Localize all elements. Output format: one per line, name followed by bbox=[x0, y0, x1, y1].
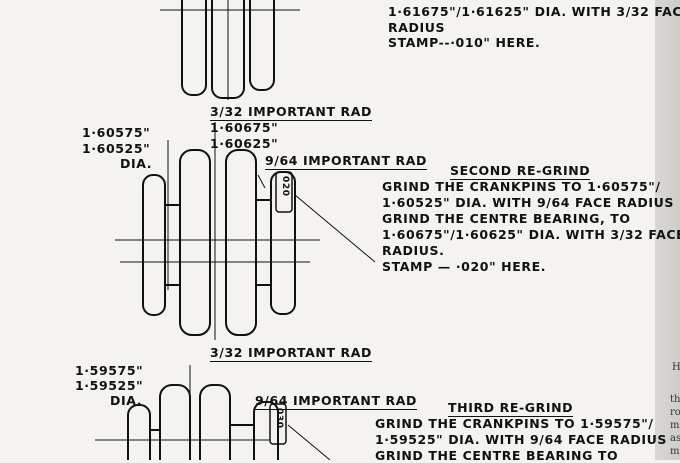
third-instruction-line: GRIND THE CENTRE BEARING TO bbox=[375, 448, 619, 463]
edge-fragment: H bbox=[672, 362, 680, 373]
third-instruction-line: 1·59525" DIA. WITH 9/64 FACE RADIUS bbox=[375, 432, 667, 447]
second-instruction-line: GRIND THE CENTRE BEARING, TO bbox=[382, 211, 631, 226]
crankshaft-second bbox=[115, 122, 376, 340]
second-centre-dim-upper: 1·60675" bbox=[210, 120, 279, 135]
second-instruction-line: GRIND THE CRANKPINS TO 1·60575"/ bbox=[382, 179, 661, 194]
edge-fragment: m bbox=[670, 420, 680, 431]
third-instruction-line: GRIND THE CRANKPINS TO 1·59575"/ bbox=[375, 416, 654, 431]
edge-fragment: m bbox=[670, 446, 680, 457]
second-pin-dim-upper: 1·60575" bbox=[82, 125, 151, 140]
top-spec-line: 1·61675"/1·61625" DIA. WITH 3/32 FACE bbox=[388, 4, 680, 19]
third-stamp-mark: 030 bbox=[274, 408, 284, 429]
third-pin-dim-upper: 1·59575" bbox=[75, 363, 144, 378]
second-9-64-rad-label: 9/64 IMPORTANT RAD bbox=[265, 153, 427, 170]
second-pin-dia-label: DIA. bbox=[120, 156, 153, 171]
second-3-32-rad-label: 3/32 IMPORTANT RAD bbox=[210, 104, 372, 121]
third-pin-dia-label: DIA. bbox=[110, 393, 143, 408]
second-stamp-line: STAMP — ·020" HERE. bbox=[382, 259, 547, 274]
third-3-32-rad-label: 3/32 IMPORTANT RAD bbox=[210, 345, 372, 362]
edge-fragment: th bbox=[670, 394, 680, 405]
edge-fragment: as bbox=[670, 433, 680, 444]
second-instruction-line: 1·60525" DIA. WITH 9/64 FACE RADIUS bbox=[382, 195, 674, 210]
top-stamp-line: STAMP--·010" HERE. bbox=[388, 35, 541, 50]
third-9-64-rad-label: 9/64 IMPORTANT RAD bbox=[255, 393, 417, 410]
second-stamp-mark: 020 bbox=[280, 176, 290, 197]
third-regrind-heading: THIRD RE-GRIND bbox=[448, 400, 574, 417]
third-pin-dim-lower: 1·59525" bbox=[75, 378, 144, 393]
crankshaft-top bbox=[160, 0, 300, 100]
edge-fragment: ro bbox=[670, 407, 680, 418]
second-instruction-line: RADIUS. bbox=[382, 243, 445, 258]
second-pin-dim-lower: 1·60525" bbox=[82, 141, 151, 156]
crankshaft-third bbox=[95, 365, 331, 460]
page-edge-strip bbox=[655, 0, 680, 460]
second-centre-dim-lower: 1·60625" bbox=[210, 136, 279, 151]
second-instruction-line: 1·60675"/1·60625" DIA. WITH 3/32 FACE bbox=[382, 227, 680, 242]
second-regrind-heading: SECOND RE-GRIND bbox=[450, 163, 591, 180]
top-spec-line: RADIUS bbox=[388, 20, 446, 35]
